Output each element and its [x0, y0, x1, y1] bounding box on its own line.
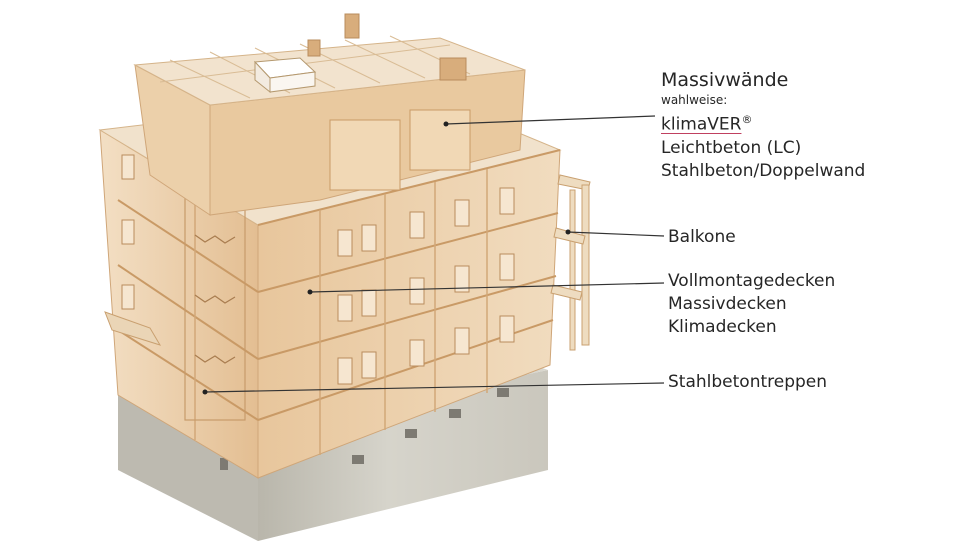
label-massivdecken: Massivdecken — [668, 294, 787, 314]
label-vollmontagedecken: Vollmontagedecken — [668, 271, 836, 291]
left-balcony — [104, 311, 162, 346]
callout-dot-balkone — [565, 229, 571, 235]
label-massivwaende: Massivwände wahlweise: klimaVER® Leichtb… — [661, 69, 865, 183]
klimaver-text: klimaVER — [661, 114, 742, 135]
callout-dot-massivwaende — [443, 121, 449, 127]
callout-lines — [204, 115, 665, 393]
callout-dots — [202, 121, 571, 395]
balcony-structure — [550, 174, 591, 351]
label-massivwaende-title: Massivwände — [661, 69, 789, 91]
label-klimadecken: Klimadecken — [668, 317, 777, 337]
label-option-stahlbeton: Stahlbeton/Doppelwand — [661, 160, 866, 181]
label-option-klimaver: klimaVER® — [661, 108, 865, 137]
label-option-leichtbeton: Leichtbeton (LC) — [661, 137, 802, 158]
label-massivwaende-sub: wahlweise: — [661, 93, 728, 107]
windows — [121, 154, 515, 385]
wall-lines — [194, 169, 488, 455]
trademark-symbol: ® — [741, 113, 753, 126]
callout-dot-decken — [307, 289, 313, 295]
label-decken: Vollmontagedecken Massivdecken Klimadeck… — [668, 270, 835, 339]
label-balkone: Balkone — [668, 227, 736, 247]
callout-dot-treppen — [202, 389, 208, 395]
label-stahlbetontreppen: Stahlbetontreppen — [668, 372, 828, 392]
floor-slabs — [117, 149, 561, 421]
callout-line-balkone — [567, 231, 665, 237]
callout-line-treppen — [204, 382, 665, 393]
callout-line-massivwaende — [445, 115, 656, 125]
penthouse — [133, 13, 526, 216]
base-openings — [220, 388, 509, 470]
callout-line-decken — [309, 282, 665, 293]
